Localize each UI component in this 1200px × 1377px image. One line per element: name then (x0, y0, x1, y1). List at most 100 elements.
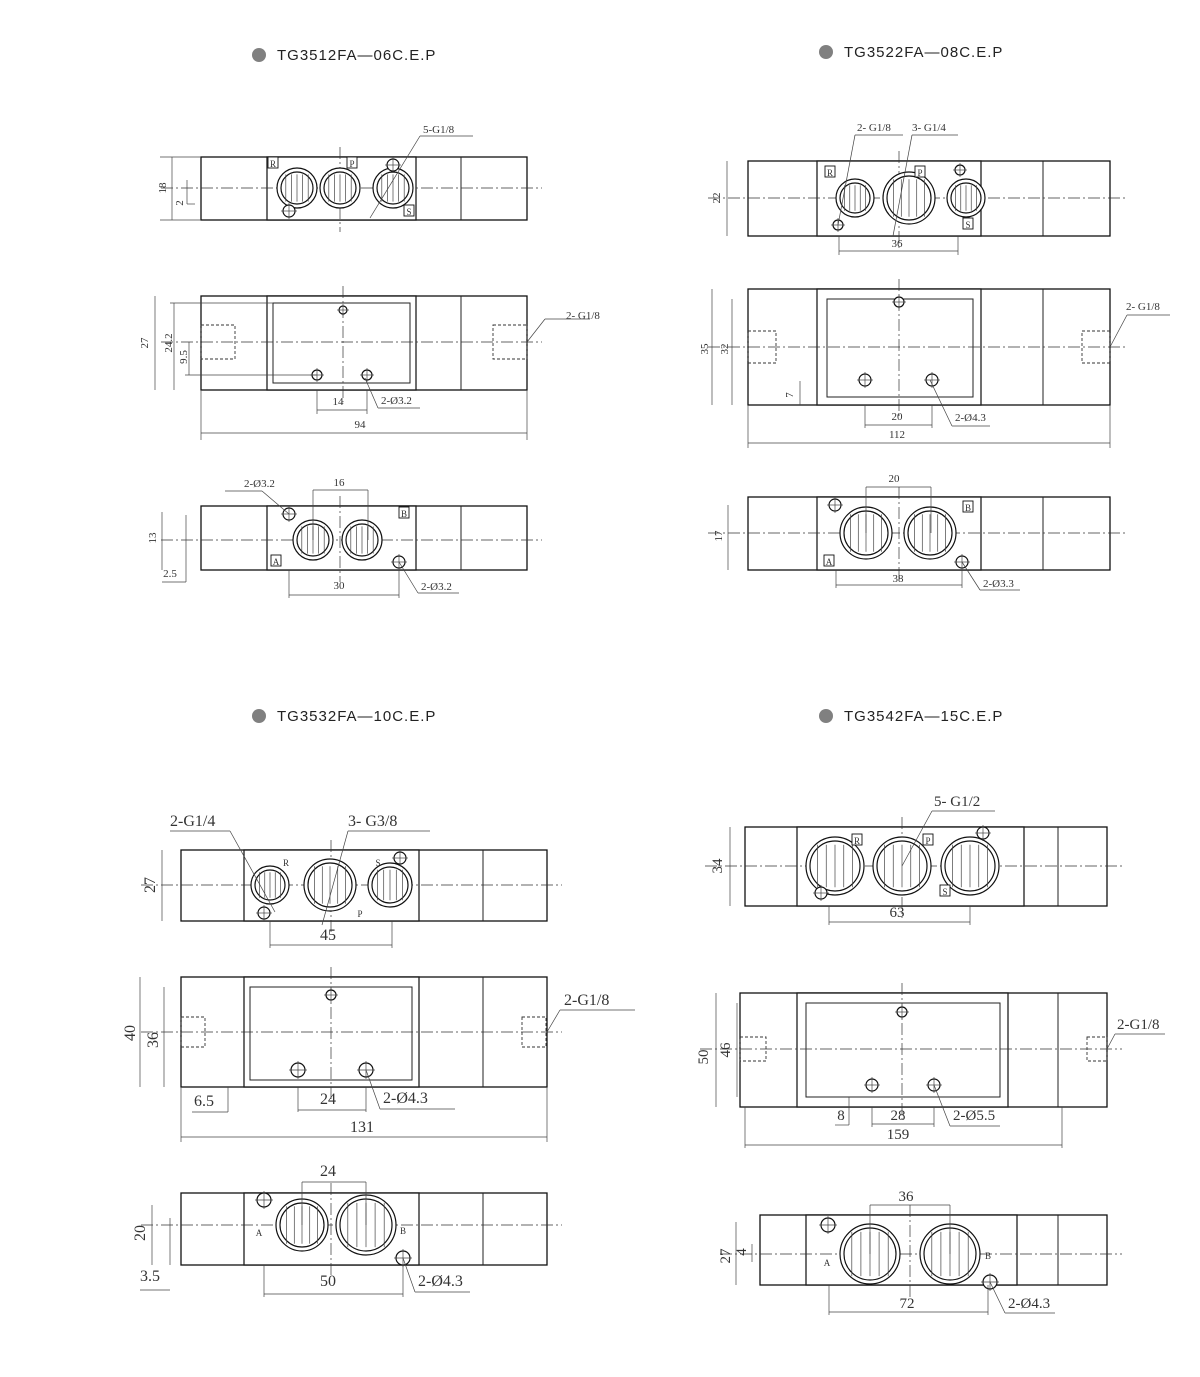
dimension-line (526, 318, 546, 343)
dimension-label: 18 (157, 182, 169, 194)
dimension-label: 2-G1/8 (1117, 1017, 1160, 1033)
dimension-label: 3- G1/4 (912, 122, 946, 134)
dimension-label: 63 (890, 905, 905, 921)
dimension-line (961, 561, 981, 591)
dimension-label: 2-Ø4.3 (1008, 1296, 1050, 1312)
bullet-icon (252, 48, 266, 62)
dimension-label: 38 (893, 573, 905, 585)
dimension-line (989, 1281, 1006, 1314)
dimension-label: 5- G1/2 (934, 794, 980, 810)
inner-cavity (272, 302, 411, 384)
port-label-box (267, 156, 279, 169)
dimension-line (837, 134, 856, 226)
dimension-label: 20 (889, 473, 901, 485)
port-label: P (925, 836, 930, 846)
port-label: S (942, 887, 947, 897)
dimension-line (546, 1009, 561, 1033)
dimension-label: 2.5 (163, 568, 177, 580)
dimension-line (321, 830, 349, 926)
dimension-label: 2-Ø3.3 (983, 578, 1014, 590)
dimension-line (364, 377, 379, 409)
dimension-label: 50 (696, 1050, 712, 1065)
dimension-label: 24 (320, 1163, 336, 1180)
drawing-title: TG3512FA—06C.E.P (277, 47, 436, 64)
dimension-line (929, 379, 953, 427)
dimension-line (1109, 314, 1128, 348)
dimension-label: 112 (889, 429, 905, 441)
dimension-label: 34 (710, 858, 726, 874)
valve-block (805, 1214, 1018, 1286)
port-label: A (256, 1228, 263, 1238)
dimension-label: 20 (892, 411, 904, 423)
port-label: A (273, 557, 280, 567)
dimension-label: 36 (892, 238, 904, 250)
port-label: R (283, 858, 289, 868)
port-label: S (375, 858, 380, 868)
dimension-label: 28 (891, 1108, 906, 1124)
dimension-label: 6.5 (194, 1093, 214, 1110)
dimension-label: 45 (320, 927, 336, 944)
dimension-label: 40 (122, 1025, 139, 1041)
dimension-label: 8 (837, 1108, 845, 1124)
dimension-label: 2-G1/4 (170, 813, 215, 830)
dimension-label: 14 (333, 396, 345, 408)
dimension-label: 24 (320, 1091, 336, 1108)
port-label: S (406, 207, 411, 217)
dimension-line (901, 810, 933, 867)
dimension-line (402, 1257, 416, 1293)
threaded-port-hidden (200, 324, 236, 360)
dimension-label: 17 (713, 530, 725, 542)
dimension-label: 13 (147, 532, 159, 544)
dimension-label: 20 (132, 1225, 149, 1241)
dimension-label: 2-Ø4.3 (418, 1273, 463, 1290)
port-label-box (823, 554, 835, 567)
port-label: P (357, 909, 362, 919)
port-label-box (403, 204, 415, 217)
dimension-label: 46 (718, 1042, 734, 1058)
bullet-icon (819, 709, 833, 723)
port-label-box (398, 506, 410, 519)
dimension-label: 94 (355, 419, 367, 431)
port-label-box (824, 165, 836, 178)
port-label-box (962, 500, 974, 513)
dimension-label: 5-G1/8 (423, 124, 455, 136)
port-label-box (914, 165, 926, 178)
dimension-line (261, 490, 290, 515)
dimension-label: 36 (145, 1032, 162, 1048)
port-label: A (826, 557, 833, 567)
dimension-line (398, 561, 419, 594)
dimension-label: 27 (139, 337, 151, 349)
port-label-box (962, 217, 974, 230)
dimension-label: 2-Ø3.2 (421, 581, 452, 593)
dimension-label: 2-Ø4.3 (955, 412, 986, 424)
dimension-line (229, 830, 276, 913)
port-label: P (917, 168, 922, 178)
inner-cavity (805, 1002, 1001, 1098)
drawing-title: TG3522FA—08C.E.P (844, 44, 1003, 61)
dimension-label: 24.2 (163, 333, 175, 352)
dimension-label: 2-Ø3.2 (381, 395, 412, 407)
dimension-label: 30 (334, 580, 346, 592)
port-label: B (400, 1226, 406, 1236)
port-label-box (939, 884, 951, 897)
dimension-label: 131 (350, 1119, 374, 1136)
dimension-label: 2- G1/8 (1126, 301, 1160, 313)
dimension-line (892, 134, 913, 237)
dimension-label: 3- G3/8 (348, 813, 397, 830)
bullet-icon (819, 45, 833, 59)
dimension-label: 2- G1/8 (857, 122, 891, 134)
